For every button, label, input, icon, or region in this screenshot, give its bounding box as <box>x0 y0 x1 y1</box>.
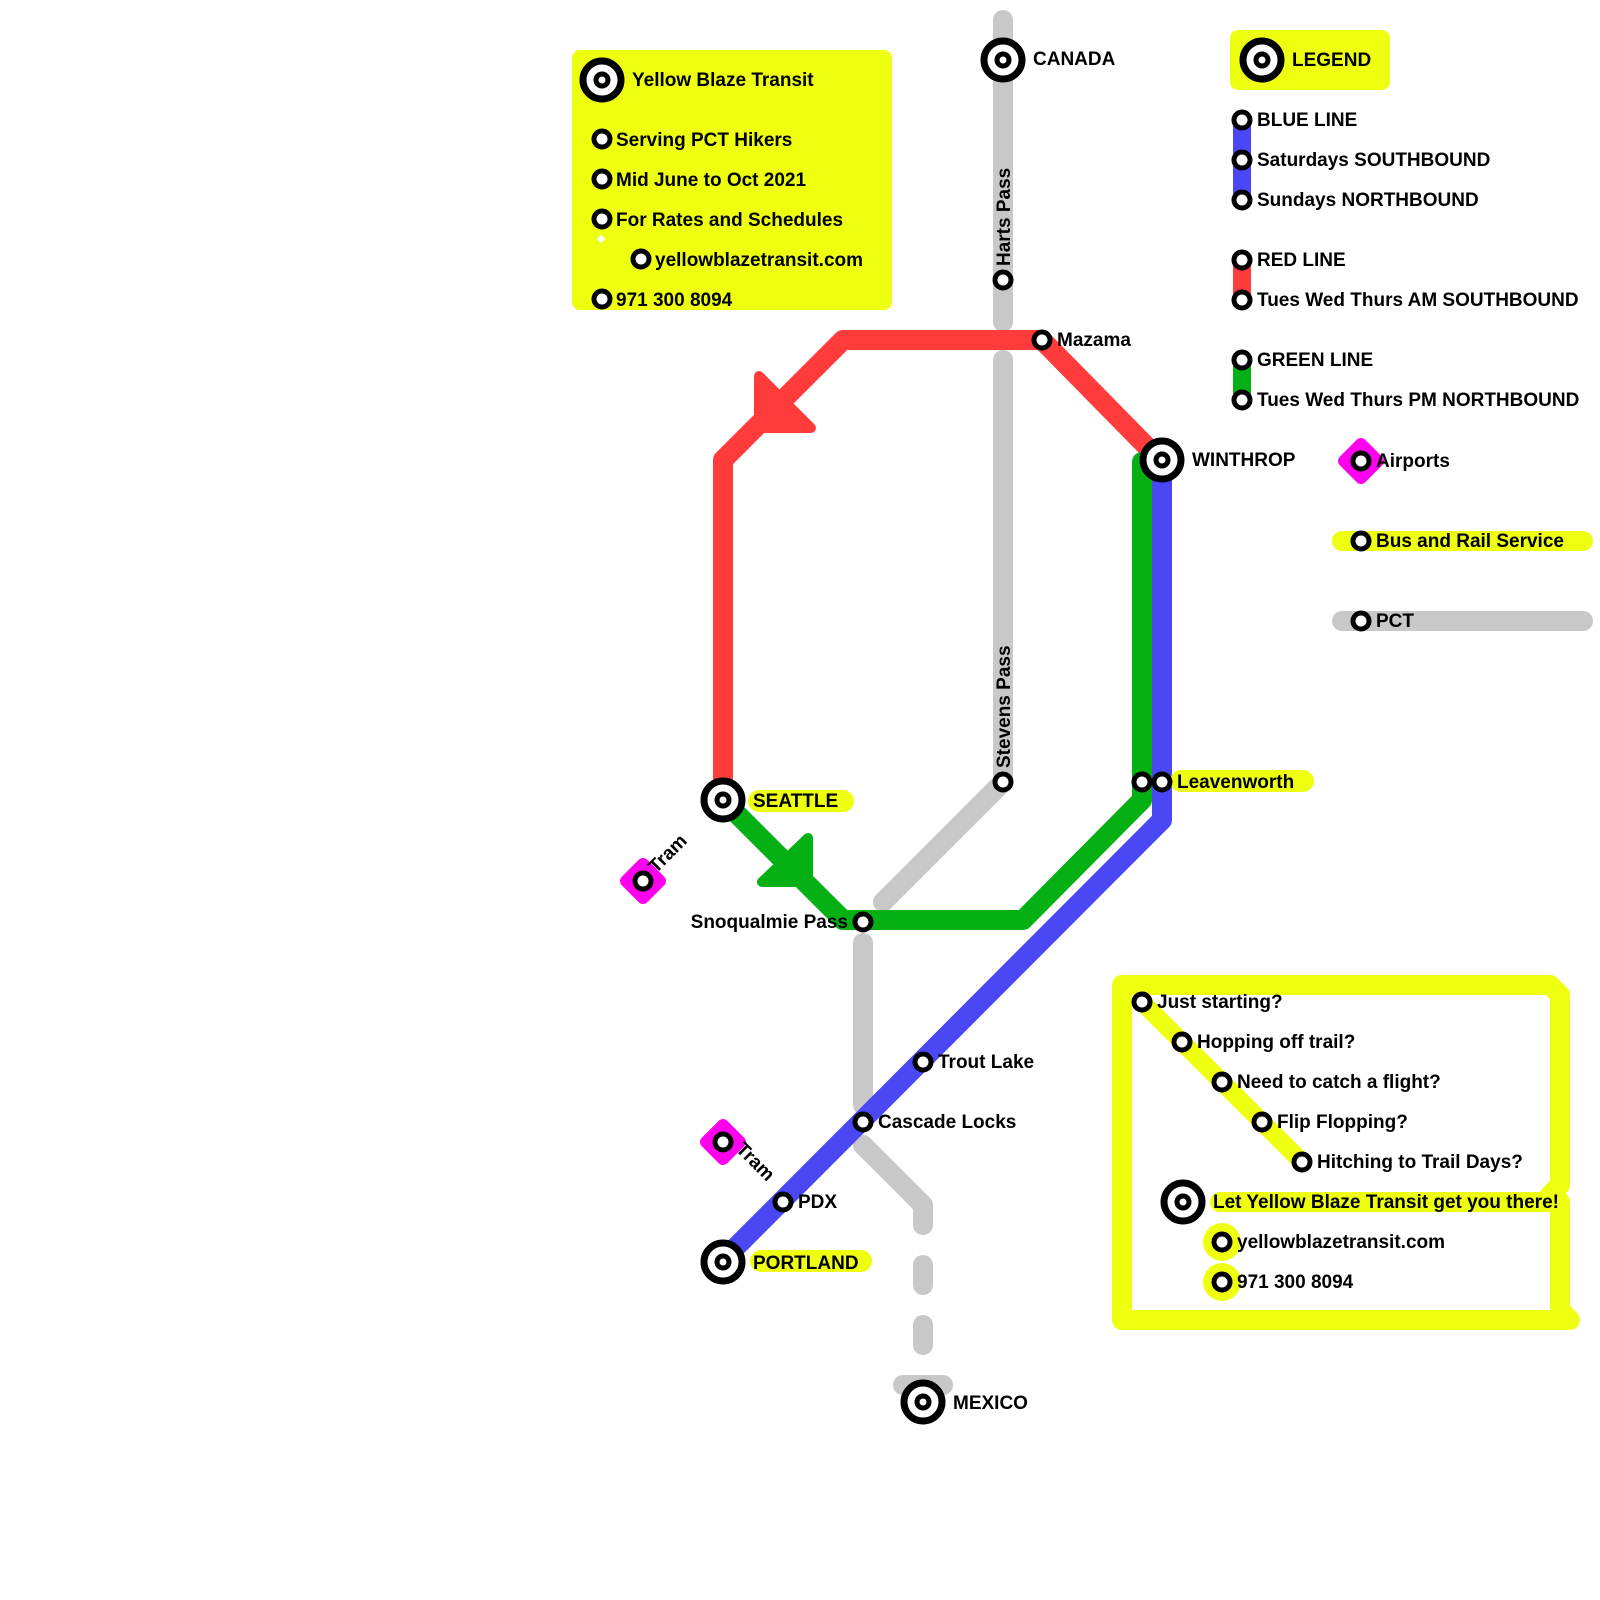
promo-question-4: Flip Flopping? <box>1277 1112 1408 1133</box>
promo-station-icon <box>1251 1111 1273 1133</box>
legend-station-icon <box>1350 530 1372 552</box>
legend-station-icon <box>1350 450 1372 472</box>
station-label-stevens-pass: Stevens Pass <box>994 645 1015 768</box>
info-line-1: Serving PCT Hikers <box>616 130 792 151</box>
legend-green-line-name: GREEN LINE <box>1257 350 1373 371</box>
promo-question-5: Hitching to Trail Days? <box>1317 1152 1523 1173</box>
legend-red-line-schedule: Tues Wed Thurs AM SOUTHBOUND <box>1257 290 1579 311</box>
info-station-icon <box>630 248 652 270</box>
info-station-icon <box>591 128 613 150</box>
legend-station-icon <box>1231 389 1253 411</box>
red-line <box>713 330 1170 810</box>
station-label-trout-lake: Trout Lake <box>938 1052 1034 1073</box>
station-label-cascade-locks: Cascade Locks <box>878 1112 1016 1133</box>
green-line-direction-arrow <box>757 833 813 887</box>
promo-station-icon <box>1211 1071 1233 1093</box>
station-portland[interactable] <box>700 1239 746 1285</box>
promo-station-icon <box>1131 991 1153 1013</box>
legend-green-line-schedule: Tues Wed Thurs PM NORTHBOUND <box>1257 390 1579 411</box>
info-line-2: Mid June to Oct 2021 <box>616 170 806 191</box>
legend-pct-label: PCT <box>1376 611 1414 632</box>
station-seattle-tram[interactable] <box>632 870 654 892</box>
promo-website-link[interactable]: yellowblazetransit.com <box>1237 1232 1445 1253</box>
legend-title-station-icon <box>1239 37 1285 83</box>
green-line <box>713 452 1152 930</box>
red-line-direction-arrow <box>754 371 816 433</box>
station-harts-pass[interactable] <box>992 269 1014 291</box>
station-label-leavenworth: Leavenworth <box>1177 772 1294 793</box>
station-label-mazama: Mazama <box>1057 330 1131 351</box>
leavenworth-label-highlight <box>1170 770 1314 792</box>
portland-label-highlight <box>750 1250 872 1272</box>
station-leavenworth-green[interactable] <box>1131 771 1153 793</box>
station-label-harts-pass: Harts Pass <box>994 168 1015 266</box>
promo-question-3: Need to catch a flight? <box>1237 1072 1441 1093</box>
legend-title: LEGEND <box>1292 50 1371 71</box>
info-box-background <box>572 50 892 310</box>
station-label-portland: PORTLAND <box>753 1253 859 1274</box>
station-canada[interactable] <box>980 37 1026 83</box>
info-station-icon <box>591 168 613 190</box>
legend-station-icon <box>1231 189 1253 211</box>
promo-station-icon <box>1171 1031 1193 1053</box>
station-label-snoqualmie-pass: Snoqualmie Pass <box>691 912 848 933</box>
station-label-mexico: MEXICO <box>953 1393 1028 1414</box>
legend-airports-label: Airports <box>1376 451 1450 472</box>
seattle-label-highlight <box>748 790 854 812</box>
legend-blue-line-name: BLUE LINE <box>1257 110 1357 131</box>
promo-station-icon <box>1291 1151 1313 1173</box>
info-website-link[interactable]: yellowblazetransit.com <box>655 250 863 271</box>
blue-line-path <box>713 452 1172 1270</box>
legend-blue-line-schedule-1: Saturdays SOUTHBOUND <box>1257 150 1490 171</box>
station-label-seattle: SEATTLE <box>753 791 838 812</box>
station-label-pdx: PDX <box>798 1192 837 1213</box>
promo-phone[interactable]: 971 300 8094 <box>1237 1272 1354 1293</box>
legend-station-icon <box>1231 149 1253 171</box>
red-line-path <box>713 330 1170 810</box>
promo-box: Just starting? Hopping off trail? Need t… <box>1112 975 1580 1330</box>
promo-question-2: Hopping off trail? <box>1197 1032 1355 1053</box>
station-snoqualmie-pass[interactable] <box>852 911 874 933</box>
legend: LEGEND BLUE LINE Saturdays SOUTHBOUND Su… <box>1230 30 1593 632</box>
promo-question-1: Just starting? <box>1157 992 1283 1013</box>
legend-blue-line-schedule-2: Sundays NORTHBOUND <box>1257 190 1479 211</box>
station-stevens-pass[interactable] <box>992 771 1014 793</box>
info-box-title: Yellow Blaze Transit <box>632 70 814 91</box>
station-mexico[interactable] <box>900 1379 946 1425</box>
info-phone[interactable]: 971 300 8094 <box>616 290 733 311</box>
promo-station-icon <box>1211 1231 1233 1253</box>
info-station-icon <box>591 208 613 230</box>
legend-station-icon <box>1231 349 1253 371</box>
station-label-winthrop: WINTHROP <box>1192 450 1296 471</box>
info-box-title-station <box>579 57 625 103</box>
promo-tagline-station-icon <box>1160 1179 1206 1225</box>
station-label-seattle-tram: Tram <box>645 831 692 878</box>
legend-station-icon <box>1231 289 1253 311</box>
legend-red-line-name: RED LINE <box>1257 250 1346 271</box>
info-box: Yellow Blaze Transit Serving PCT Hikers … <box>572 50 892 311</box>
station-pdx[interactable] <box>772 1191 794 1213</box>
info-line-3: For Rates and Schedules <box>616 210 843 231</box>
station-seattle[interactable] <box>700 777 746 823</box>
station-leavenworth-blue[interactable] <box>1151 771 1173 793</box>
pct-segment-stevens-snoqualmie <box>873 772 1013 912</box>
legend-station-icon <box>1350 610 1372 632</box>
station-cascade-locks[interactable] <box>852 1111 874 1133</box>
legend-station-icon <box>1231 109 1253 131</box>
promo-tagline: Let Yellow Blaze Transit get you there! <box>1213 1192 1559 1213</box>
pct-segment-cascade-south <box>853 1135 933 1235</box>
blue-line <box>713 452 1172 1270</box>
station-winthrop[interactable] <box>1139 437 1185 483</box>
legend-bus-rail-label: Bus and Rail Service <box>1376 531 1564 552</box>
station-portland-tram[interactable] <box>712 1131 734 1153</box>
legend-station-icon <box>1231 249 1253 271</box>
promo-station-icon <box>1211 1271 1233 1293</box>
info-station-icon <box>591 288 613 310</box>
station-label-canada: CANADA <box>1033 49 1116 70</box>
station-label-portland-tram: Tram <box>731 1139 778 1186</box>
station-mazama[interactable] <box>1031 329 1053 351</box>
station-trout-lake[interactable] <box>912 1051 934 1073</box>
